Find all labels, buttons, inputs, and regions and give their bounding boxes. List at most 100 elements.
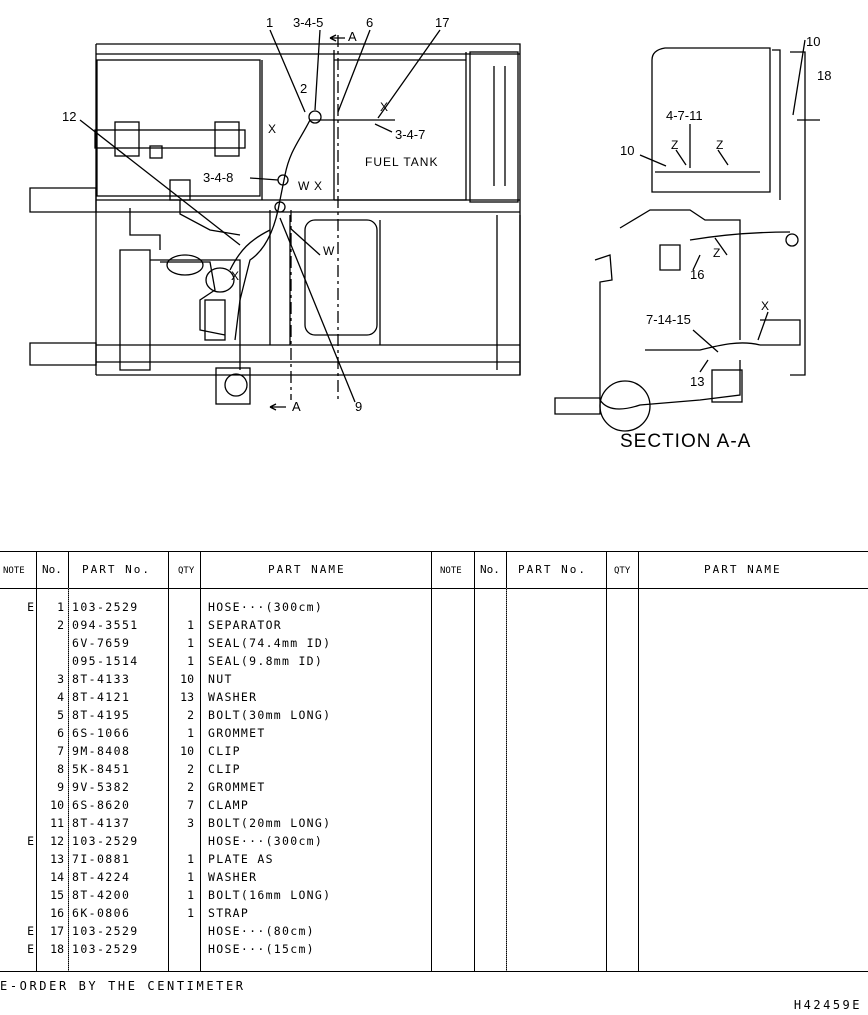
row-part-number: 8T-4121 bbox=[72, 690, 131, 704]
row-item-number: 6 bbox=[57, 726, 64, 740]
row-part-number: 095-1514 bbox=[72, 654, 139, 668]
row-part-number: 9V-5382 bbox=[72, 780, 131, 794]
row-part-number: 6K-0806 bbox=[72, 906, 131, 920]
callout-10-left: 10 bbox=[620, 143, 635, 158]
col-divider bbox=[36, 552, 37, 971]
row-part-name: SEAL(9.8mm ID) bbox=[208, 654, 324, 668]
row-part-number: 6V-7659 bbox=[72, 636, 131, 650]
row-part-number: 094-3551 bbox=[72, 618, 139, 632]
col-divider bbox=[431, 552, 432, 971]
callout-1: 1 bbox=[266, 15, 274, 30]
callout-6: 6 bbox=[366, 15, 374, 30]
row-item-number: 7 bbox=[57, 744, 64, 758]
row-item-number: 8 bbox=[57, 762, 64, 776]
callout-3-4-8: 3-4-8 bbox=[203, 170, 234, 185]
row-part-number: 8T-4137 bbox=[72, 816, 131, 830]
row-note: E bbox=[27, 600, 34, 614]
row-quantity: 2 bbox=[187, 708, 194, 722]
row-part-name: GROMMET bbox=[208, 726, 266, 740]
row-part-name: BOLT(20mm LONG) bbox=[208, 816, 332, 830]
header-divider bbox=[0, 588, 868, 589]
row-part-name: WASHER bbox=[208, 870, 258, 884]
section-title: SECTION A-A bbox=[620, 431, 752, 452]
section-marker-bottom: A bbox=[292, 399, 301, 414]
row-item-number: 5 bbox=[57, 708, 64, 722]
row-quantity: 1 bbox=[187, 636, 194, 650]
row-part-name: CLAMP bbox=[208, 798, 250, 812]
row-part-number: 103-2529 bbox=[72, 924, 139, 938]
callout-x-1: X bbox=[268, 122, 277, 136]
row-item-number: 9 bbox=[57, 780, 64, 794]
row-part-number: 8T-4200 bbox=[72, 888, 131, 902]
row-item-number: 10 bbox=[50, 798, 64, 812]
callout-x-5: X bbox=[231, 269, 240, 283]
row-part-number: 6S-8620 bbox=[72, 798, 131, 812]
row-quantity: 1 bbox=[187, 906, 194, 920]
left-view bbox=[29, 29, 521, 411]
col-dots bbox=[506, 588, 507, 971]
col-divider bbox=[638, 552, 639, 971]
callout-x-3: X bbox=[314, 179, 323, 193]
col-dots bbox=[68, 588, 69, 971]
col-divider bbox=[474, 552, 475, 971]
row-part-number: 6S-1066 bbox=[72, 726, 131, 740]
row-part-name: SEAL(74.4mm ID) bbox=[208, 636, 332, 650]
row-item-number: 11 bbox=[50, 816, 64, 830]
callout-2: 2 bbox=[300, 81, 308, 96]
row-item-number: 13 bbox=[50, 852, 64, 866]
row-quantity: 1 bbox=[187, 852, 194, 866]
parts-drawing: 1 3-4-5 6 17 A 2 12 3-4-7 3-4-8 W X X X … bbox=[0, 0, 868, 470]
row-part-name: HOSE···(300cm) bbox=[208, 600, 324, 614]
footnote: E-ORDER BY THE CENTIMETER bbox=[0, 979, 246, 993]
row-item-number: 2 bbox=[57, 618, 64, 632]
callout-x-2: X bbox=[380, 100, 389, 114]
callout-16: 16 bbox=[690, 267, 705, 282]
callout-z-2: Z bbox=[716, 138, 724, 152]
col-divider bbox=[200, 552, 201, 971]
row-part-name: STRAP bbox=[208, 906, 250, 920]
header-part-no-2: PART No. bbox=[518, 563, 587, 576]
callout-x-4: X bbox=[761, 299, 770, 313]
row-item-number: 14 bbox=[50, 870, 64, 884]
callout-w-2: W bbox=[323, 244, 335, 258]
row-item-number: 3 bbox=[57, 672, 64, 686]
parts-table: NOTE No. PART No. QTY PART NAME NOTE No.… bbox=[0, 551, 868, 972]
row-item-number: 4 bbox=[57, 690, 64, 704]
row-part-name: GROMMET bbox=[208, 780, 266, 794]
row-quantity: 13 bbox=[180, 690, 194, 704]
callout-18: 18 bbox=[817, 68, 832, 83]
header-qty-2: QTY bbox=[614, 566, 631, 576]
exploded-view-svg bbox=[29, 29, 820, 432]
row-part-number: 8T-4195 bbox=[72, 708, 131, 722]
callout-3-4-5: 3-4-5 bbox=[293, 15, 324, 30]
header-part-name: PART NAME bbox=[268, 563, 346, 576]
row-quantity: 1 bbox=[187, 654, 194, 668]
col-divider bbox=[606, 552, 607, 971]
row-part-number: 103-2529 bbox=[72, 600, 139, 614]
callout-4-7-11: 4-7-11 bbox=[666, 108, 703, 123]
row-note: E bbox=[27, 924, 34, 938]
header-part-no: PART No. bbox=[82, 563, 151, 576]
drawing-number: H42459E bbox=[793, 998, 862, 1012]
row-part-number: 8T-4133 bbox=[72, 672, 131, 686]
header-note: NOTE bbox=[3, 566, 25, 576]
row-part-name: CLIP bbox=[208, 762, 241, 776]
fuel-tank-label: FUEL TANK bbox=[365, 155, 439, 169]
row-part-name: HOSE···(300cm) bbox=[208, 834, 324, 848]
header-part-name-2: PART NAME bbox=[704, 563, 782, 576]
row-part-number: 9M-8408 bbox=[72, 744, 131, 758]
table-row: 6V-7659 1 SEAL(74.4mm ID) bbox=[0, 634, 640, 652]
